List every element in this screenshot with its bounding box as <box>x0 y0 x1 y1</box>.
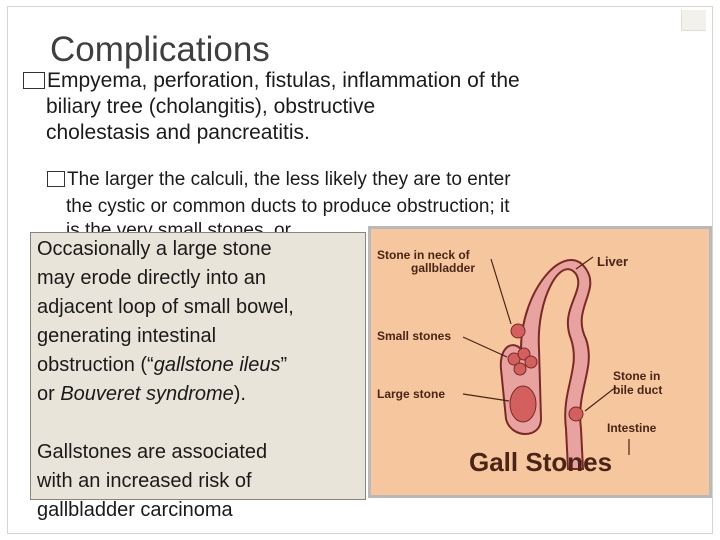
callout-line: adjacent loop of small bowel, <box>37 296 294 318</box>
bile-duct-stone <box>568 406 584 422</box>
bullet-2-line-2: the cystic or common ducts to produce ob… <box>66 196 510 217</box>
bouveret-syndrome-term: Bouveret syndrome <box>60 383 234 405</box>
callout-line: with an increased risk of <box>37 470 252 492</box>
callout-line: gallbladder carcinoma <box>37 499 233 521</box>
callout-line: may erode directly into an <box>37 267 267 289</box>
bullet-2-line-1: The larger the calculi, the less likely … <box>67 169 511 190</box>
large-stone <box>509 385 537 423</box>
small-stone <box>513 362 527 376</box>
label-liver: Liver <box>597 254 628 269</box>
label-small-stones: Small stones <box>377 329 451 343</box>
callout-line: obstruction (“gallstone ileus” <box>37 354 288 376</box>
label-stone-neck-1: Stone in neck of <box>377 248 471 262</box>
label-bile-duct-1: Stone in <box>613 369 660 383</box>
callout-line: or Bouveret syndrome). <box>37 383 246 405</box>
slide-title: Complications <box>50 30 270 69</box>
gallstones-diagram: Stone in neck of gallbladder Liver Small… <box>368 226 712 498</box>
label-large-stone: Large stone <box>377 387 445 401</box>
callout-line: Gallstones are associated <box>37 441 268 463</box>
corner-decoration <box>681 10 706 31</box>
callout-line: generating intestinal <box>37 325 217 347</box>
bullet-1-line-1: Empyema, perforation, fistulas, inflamma… <box>47 69 520 92</box>
label-stone-neck-2: gallbladder <box>411 261 475 275</box>
label-intestine: Intestine <box>607 421 657 435</box>
callout-line: Occasionally a large stone <box>37 238 272 260</box>
stone-neck <box>510 323 526 339</box>
bullet-1: Empyema, perforation, fistulas, inflamma… <box>23 68 673 146</box>
gallstones-illustration: Stone in neck of gallbladder Liver Small… <box>377 248 662 477</box>
callout-textbox: Occasionally a large stone may erode dir… <box>30 232 366 521</box>
bullet-marker-icon <box>23 72 45 89</box>
bullet-1-line-3: cholestasis and pancreatitis. <box>46 121 310 144</box>
bullet-2: The larger the calculi, the less likely … <box>47 166 682 220</box>
bullet-1-line-2: biliary tree (cholangitis), obstructive <box>46 95 376 118</box>
gallstone-ileus-term: gallstone ileus <box>153 354 281 376</box>
figure-caption: Gall Stones <box>469 447 612 477</box>
small-stone <box>524 355 538 369</box>
label-bile-duct-2: bile duct <box>613 383 662 397</box>
bullet-marker-icon <box>47 171 65 187</box>
